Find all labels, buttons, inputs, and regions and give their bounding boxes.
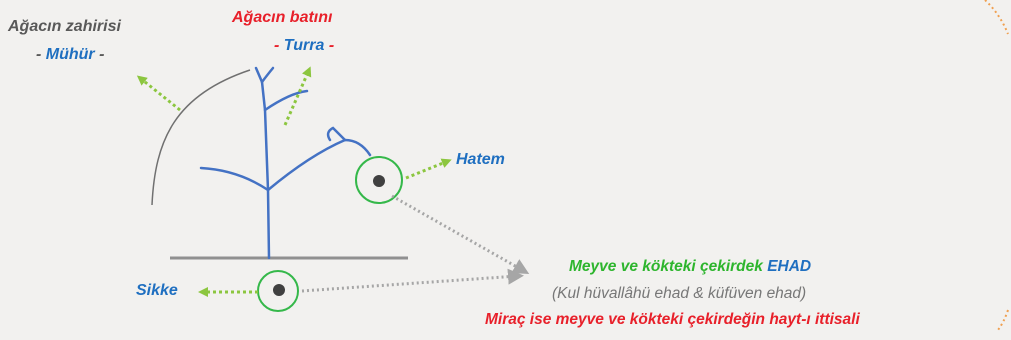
outer-label-title: Ağacın zahirisi xyxy=(8,18,121,35)
hatem-dot xyxy=(373,175,385,187)
tree-branch-left xyxy=(199,166,270,192)
tree-trunk xyxy=(254,66,271,260)
inner-tree xyxy=(199,66,372,260)
outer-dash-left: - xyxy=(36,46,46,63)
tree-twig-top xyxy=(260,66,275,84)
sikke-dot xyxy=(273,284,285,296)
orange-accent-arc xyxy=(984,0,1009,35)
outer-label-muhur: - Mühür - xyxy=(36,46,104,64)
arrow-sikke-to-fruit xyxy=(301,268,524,293)
turra-word: Turra xyxy=(283,37,325,54)
fruit-line-3: Miraç ise meyve ve kökteki çekirdeğin ha… xyxy=(485,311,860,328)
arrow-to-hatem xyxy=(405,158,452,180)
tree-branch-right-twig xyxy=(326,126,347,142)
arrow-hatem-to-fruit xyxy=(391,194,530,274)
hatem-label: Hatem xyxy=(456,151,505,168)
fruit-line-2: (Kul hüvallâhü ehad & küfüven ehad) xyxy=(552,285,807,302)
hatem-circle xyxy=(355,156,403,204)
ehad-word: EHAD xyxy=(767,258,812,275)
arrow-to-turra xyxy=(283,66,312,126)
outer-dash-right: - xyxy=(94,46,105,63)
tree-branch-right-tip xyxy=(343,138,372,157)
inner-label-title: Ağacın batını xyxy=(232,9,333,26)
fruit-line-1: Meyve ve kökteki çekirdek EHAD xyxy=(569,258,811,276)
inner-dash-left: - xyxy=(274,37,284,54)
muhur-word: Mühür xyxy=(45,46,95,63)
tree-branch-upper xyxy=(263,89,309,112)
inner-dash-right: - xyxy=(324,37,335,54)
orange-accent-arc-lower xyxy=(997,309,1009,331)
fruit-line-1-text: Meyve ve kökteki çekirdek xyxy=(569,258,768,275)
tree-branch-right xyxy=(266,138,347,192)
inner-label-turra: - Turra - xyxy=(274,37,334,55)
sikke-label: Sikke xyxy=(136,282,178,299)
arrow-to-muhur xyxy=(136,75,181,112)
outer-tree-line xyxy=(151,69,251,206)
